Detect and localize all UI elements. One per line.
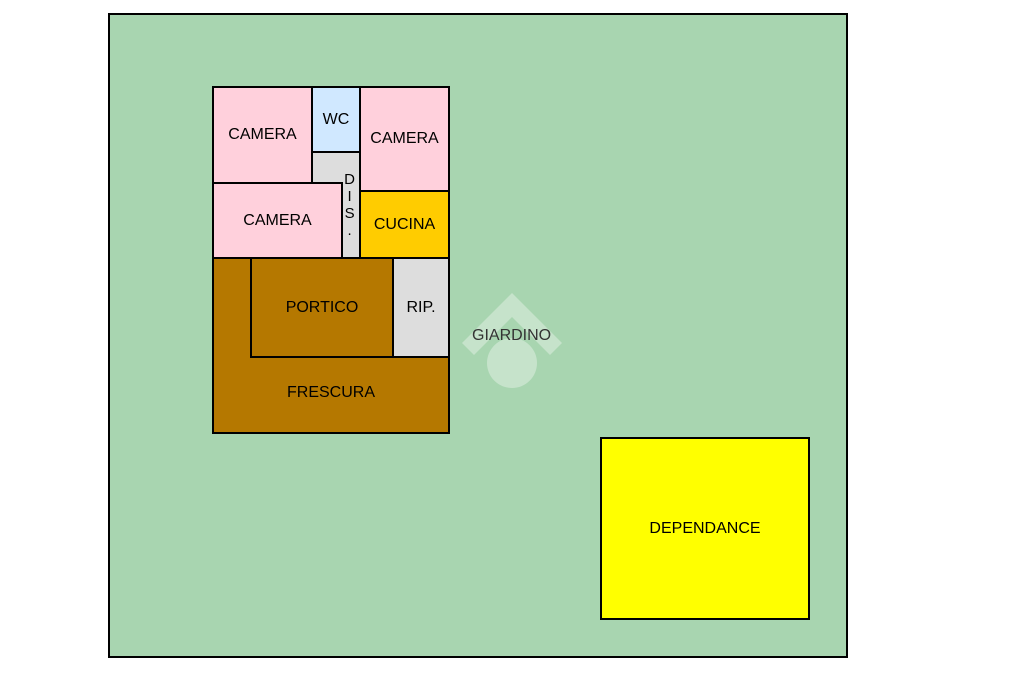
room-rip-label: RIP.	[406, 298, 436, 316]
house-outline	[212, 86, 450, 434]
watermark-logo-icon	[462, 293, 562, 388]
room-rip: RIP.	[392, 257, 450, 358]
room-dis-label: D I S .	[344, 171, 355, 239]
room-portico: PORTICO	[250, 257, 394, 358]
room-portico-label: PORTICO	[285, 298, 359, 316]
room-dependance-label: DEPENDANCE	[649, 519, 761, 537]
room-dis-letter: D	[344, 171, 355, 188]
room-wc-label: WC	[322, 110, 350, 128]
room-camera-1-label: CAMERA	[228, 126, 297, 143]
room-dis-letter: S	[344, 205, 355, 222]
room-frescura-label: FRESCURA	[286, 384, 375, 401]
room-cucina: CUCINA	[359, 190, 450, 259]
room-dis-letter: .	[347, 222, 352, 239]
room-cucina-label: CUCINA	[373, 215, 436, 233]
garden-label: GIARDINO	[472, 327, 552, 344]
room-camera-3-label: CAMERA	[243, 211, 312, 229]
room-camera-3: CAMERA	[212, 182, 343, 259]
room-camera-2-label: CAMERA	[370, 130, 439, 147]
room-dis-letter: I	[347, 188, 352, 205]
room-dependance: DEPENDANCE	[600, 437, 810, 620]
